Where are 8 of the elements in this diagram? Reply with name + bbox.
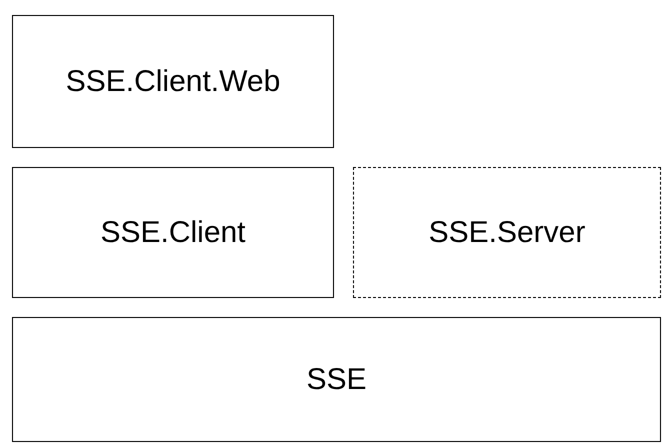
process-box — [12, 15, 334, 148]
box-label: SSE.Client — [100, 216, 246, 250]
dashed-box — [353, 167, 661, 298]
process-box — [12, 167, 334, 298]
box-label: SSE.Client.Web — [66, 64, 280, 98]
box-label: SSE — [306, 362, 367, 396]
box-label: SSE.Server — [428, 216, 586, 250]
process-box — [12, 317, 661, 442]
